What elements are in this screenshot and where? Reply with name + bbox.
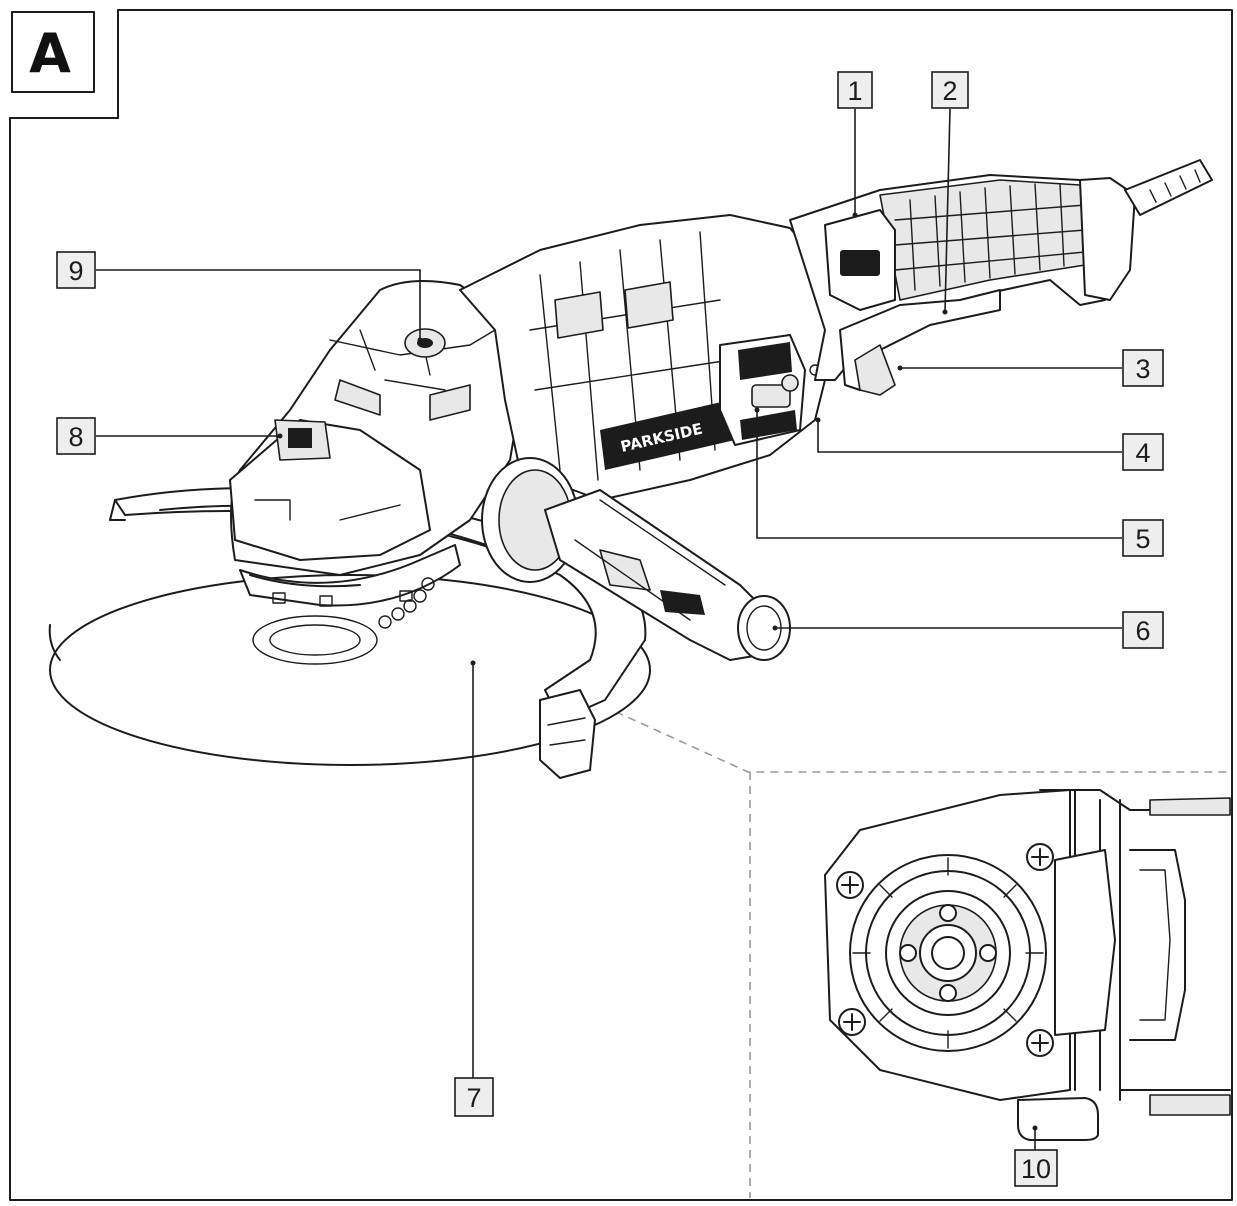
callout-10: 10 bbox=[1014, 1149, 1058, 1187]
grip-texture bbox=[894, 183, 1086, 291]
svg-text:3: 3 bbox=[1135, 354, 1150, 384]
svg-text:4: 4 bbox=[1135, 438, 1150, 468]
callout-8: 8 bbox=[56, 417, 96, 455]
detail-inset-border bbox=[589, 699, 1230, 1198]
gear-head bbox=[229, 280, 521, 629]
callout-leaders bbox=[96, 108, 1122, 1150]
figure-frame: A bbox=[9, 9, 1233, 1201]
svg-text:1: 1 bbox=[847, 76, 862, 106]
callout-1: 1 bbox=[837, 71, 873, 109]
svg-text:9: 9 bbox=[68, 256, 83, 286]
motor-housing: PARKSIDE bbox=[459, 214, 831, 501]
svg-text:5: 5 bbox=[1135, 524, 1150, 554]
cutting-disc bbox=[48, 574, 651, 766]
side-handle bbox=[481, 457, 791, 661]
svg-text:7: 7 bbox=[466, 1083, 481, 1113]
angle-grinder-illustration: PARKSIDE bbox=[48, 159, 1213, 779]
rear-handle bbox=[789, 159, 1213, 396]
guard-screws bbox=[836, 843, 1054, 1057]
detail-bottom-view bbox=[824, 789, 1231, 1141]
callout-4: 4 bbox=[1122, 433, 1164, 471]
callout-9: 9 bbox=[56, 251, 96, 289]
callout-5: 5 bbox=[1122, 519, 1164, 557]
callout-2: 2 bbox=[931, 71, 969, 109]
callout-7: 7 bbox=[454, 1077, 494, 1117]
spindle-flange bbox=[849, 854, 1047, 1052]
callout-3: 3 bbox=[1122, 349, 1164, 387]
collar-teeth bbox=[378, 577, 435, 629]
svg-text:2: 2 bbox=[942, 76, 957, 106]
svg-text:10: 10 bbox=[1021, 1154, 1051, 1184]
svg-text:8: 8 bbox=[68, 422, 83, 452]
callout-6: 6 bbox=[1122, 611, 1164, 649]
guard-release-lever bbox=[1017, 1097, 1099, 1141]
panel-label: A bbox=[29, 22, 71, 85]
svg-text:6: 6 bbox=[1135, 616, 1150, 646]
